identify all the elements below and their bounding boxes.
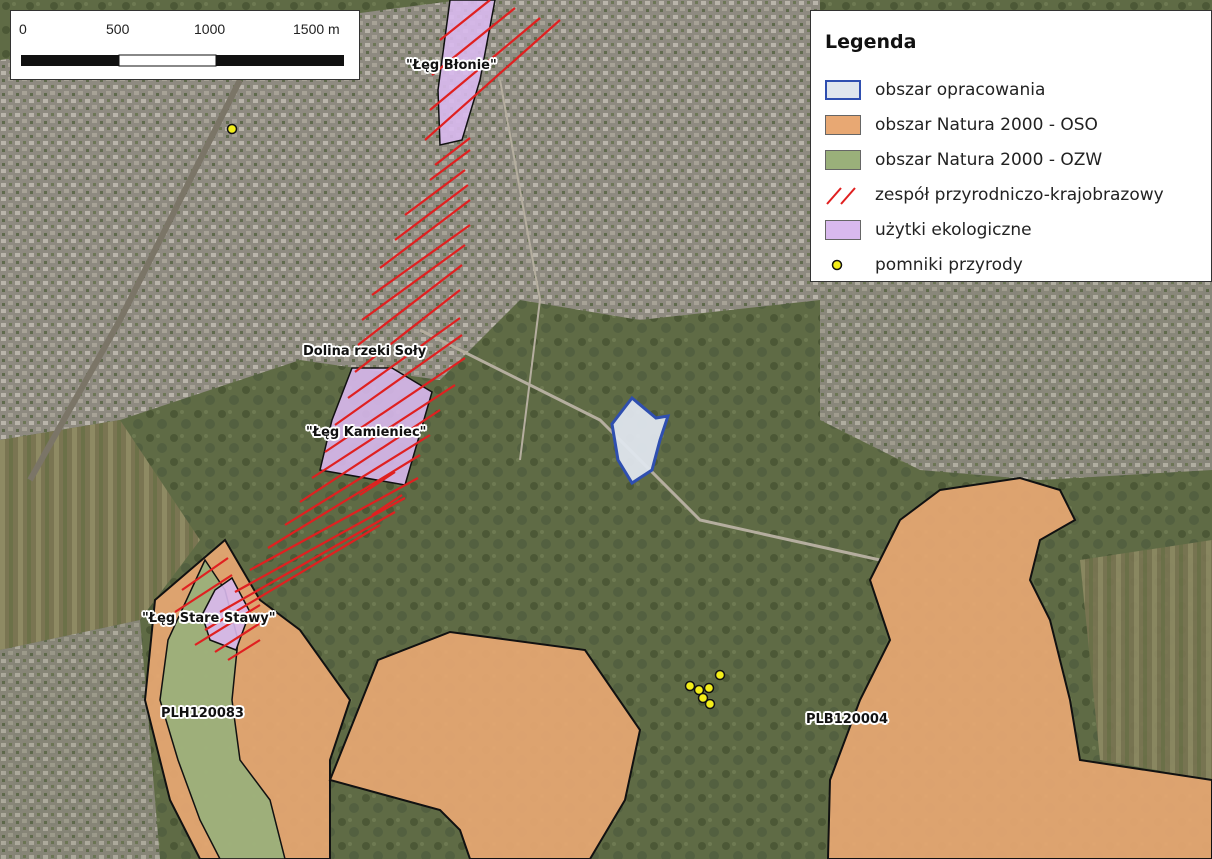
legend-item-nature-landscape-complex: zespół przyrodniczo-krajobrazowy	[825, 184, 1164, 206]
scale-tick-500: 500	[106, 21, 130, 37]
yellow-dot-icon	[831, 259, 843, 271]
study-area-polygon[interactable]	[610, 395, 671, 486]
nature-landscape-complex-hatch	[174, 0, 561, 661]
legend-label: użytki ekologiczne	[875, 220, 1032, 240]
legend-item-study-area: obszar opracowania	[825, 79, 1045, 101]
label-leg-kamieniec: "Łęg Kamieniec"	[306, 425, 427, 440]
natura-oso-swatch	[825, 115, 861, 135]
fields-east	[1080, 540, 1212, 780]
legend-item-natura-ozw: obszar Natura 2000 - OZW	[825, 149, 1102, 171]
scale-tick-1500: 1500 m	[293, 21, 340, 37]
legend-item-natura-oso: obszar Natura 2000 - OSO	[825, 114, 1098, 136]
legend-label: obszar opracowania	[875, 80, 1046, 100]
monument-point[interactable]	[703, 682, 715, 694]
legend-label: pomniki przyrody	[875, 255, 1023, 275]
natura-ozw-swatch	[825, 150, 861, 170]
scale-bar: 0 500 1000 1500 m	[10, 10, 360, 80]
study-area-swatch	[825, 80, 861, 100]
legend-label: zespół przyrodniczo-krajobrazowy	[875, 185, 1164, 205]
monument-point[interactable]	[704, 698, 716, 710]
natural-monuments	[226, 123, 726, 710]
monument-point[interactable]	[697, 692, 709, 704]
scale-tick-0: 0	[19, 21, 27, 37]
monument-point[interactable]	[693, 684, 705, 696]
scale-tick-1000: 1000	[194, 21, 226, 37]
urban-area-north	[0, 0, 820, 440]
natura-oso-central	[328, 630, 642, 859]
legend-label: obszar Natura 2000 - OZW	[875, 150, 1103, 170]
red-hatch-swatch	[825, 185, 861, 205]
eco-land-swatch	[825, 220, 861, 240]
legend-item-natural-monuments: pomniki przyrody	[825, 254, 1023, 276]
monument-point[interactable]	[684, 680, 696, 692]
eco-land-stare-stawy	[201, 576, 251, 651]
legend-item-eco-land: użytki ekologiczne	[825, 219, 1032, 241]
natura-oso-east	[826, 476, 1212, 859]
monument-point[interactable]	[714, 669, 726, 681]
legend-label: obszar Natura 2000 - OSO	[875, 115, 1098, 135]
label-leg-stare-stawy: "Łęg Stare Stawy"	[142, 611, 276, 626]
label-dolina-rzeki-soly: Dolina rzeki Soły	[303, 344, 427, 359]
fields-west	[0, 420, 200, 650]
red-hatch-icon	[826, 187, 856, 205]
map-legend: Legenda obszar opracowania obszar Natura…	[810, 10, 1212, 282]
road-secondary	[499, 79, 542, 461]
monument-point[interactable]	[226, 123, 238, 135]
label-leg-blonie: "Łęg Błonie"	[406, 58, 497, 73]
yellow-dot-swatch	[825, 255, 861, 275]
scale-bar-graphic	[21, 54, 344, 67]
urban-area-southwest	[0, 620, 160, 859]
label-plb120004: PLB120004	[806, 712, 888, 727]
legend-title: Legenda	[825, 31, 917, 53]
rail-line	[27, 78, 243, 482]
urban-area-east	[820, 260, 1212, 480]
label-plh120083: PLH120083	[161, 706, 244, 721]
